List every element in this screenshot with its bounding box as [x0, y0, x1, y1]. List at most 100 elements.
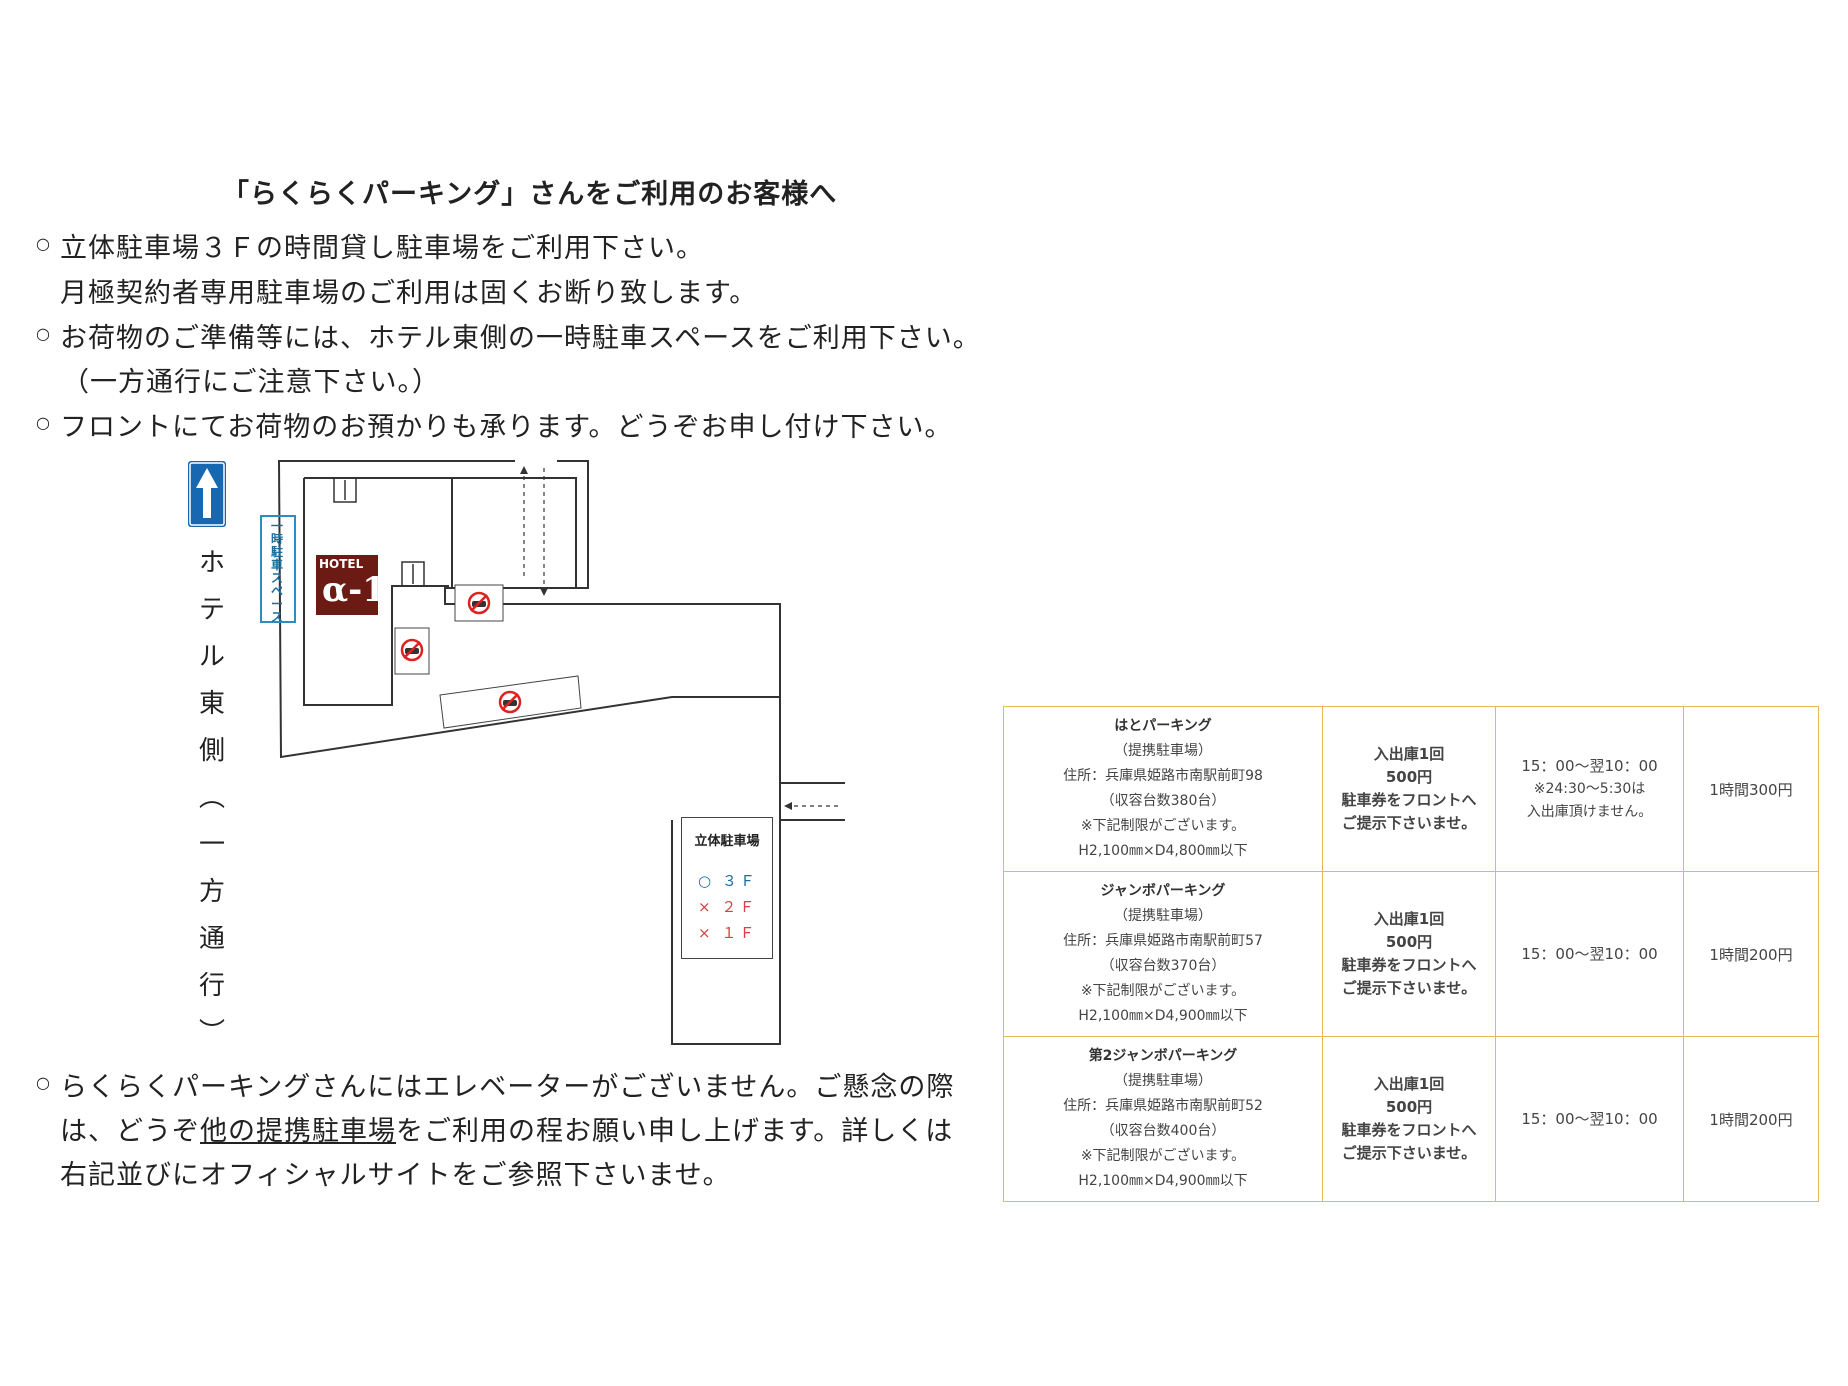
- note-line-4: （一方通行にご注意下さい。）: [62, 367, 440, 398]
- name: はとパーキング: [1114, 718, 1212, 734]
- east-side-char: ︵: [198, 783, 225, 813]
- address: 住所：兵庫県姫路市南駅前町52: [1063, 1098, 1263, 1114]
- rate: 1時間200円: [1709, 945, 1793, 964]
- east-side-char: テ: [198, 595, 225, 625]
- table-cell: 1時間200円: [1683, 1036, 1819, 1202]
- fee-l1: 入出庫1回: [1373, 1075, 1445, 1093]
- garage-title: 立体駐車場: [694, 834, 760, 849]
- capacity: （収容台数370台）: [1100, 958, 1226, 974]
- capacity: （収容台数400台）: [1100, 1123, 1226, 1139]
- door-icon: [333, 477, 425, 587]
- table-cell: 15：00～翌10：00 ※24:30～5:30は入出庫頂けません。: [1495, 706, 1684, 872]
- table-cell: 入出庫1回 500円駐車券をフロントへご提示下さいませ。: [1322, 706, 1496, 872]
- east-side-char: 行: [198, 971, 225, 1001]
- footer-text: をご利用の程お願い申し上げます。詳しくは: [396, 1116, 954, 1147]
- fee-l4: ご提示下さいませ。: [1341, 1144, 1477, 1162]
- no-parking-icon: [394, 627, 430, 675]
- east-side-char: 一: [198, 830, 225, 860]
- fee-l3: 駐車券をフロントへ: [1341, 956, 1477, 974]
- hotel-east-side-label: ホテル東側 ︵ 一方通行 ︶: [194, 540, 230, 1057]
- east-side-char: 方: [198, 877, 225, 907]
- table-cell: 15：00～翌10：00: [1495, 871, 1684, 1037]
- floor-label: ３Ｆ: [721, 872, 758, 890]
- hotel-logo-text: HOTEL: [319, 557, 364, 571]
- temp-parking-char: 駐: [270, 545, 283, 559]
- limit: H2,100㎜×D4,900㎜以下: [1078, 1008, 1248, 1024]
- type: （提携駐車場）: [1114, 908, 1212, 924]
- table-cell: 入出庫1回 500円駐車券をフロントへご提示下さいませ。: [1322, 1036, 1496, 1202]
- footer-line-3: 右記並びにオフィシャルサイトをご参照下さいませ。: [60, 1160, 731, 1191]
- note: ※下記制限がございます。: [1080, 983, 1246, 999]
- east-side-char: ル: [198, 642, 225, 672]
- no-parking-icon: [454, 584, 504, 622]
- table-row: はとパーキング （提携駐車場） 住所：兵庫県姫路市南駅前町98 （収容台数380台） ※…: [1003, 706, 1819, 872]
- table-cell: 1時間200円: [1683, 871, 1819, 1037]
- floor-status-mark: ×: [698, 924, 714, 942]
- note-line-3: お荷物のご準備等には、ホテル東側の一時駐車スペースをご利用下さい。: [36, 316, 981, 355]
- fee-l1: 入出庫1回: [1373, 745, 1445, 763]
- table-row: ジャンボパーキング （提携駐車場） 住所：兵庫県姫路市南駅前町57 （収容台数370台…: [1003, 871, 1819, 1037]
- fee-l3: 駐車券をフロントへ: [1341, 1121, 1477, 1139]
- floor-status-mark: ×: [698, 898, 714, 916]
- table-row: 第2ジャンボパーキング （提携駐車場） 住所：兵庫県姫路市南駅前町52 （収容台数40…: [1003, 1036, 1819, 1202]
- note: ※下記制限がございます。: [1080, 818, 1246, 834]
- footer-line-2: は、どうぞ他の提携駐車場をご利用の程お願い申し上げます。詳しくは: [60, 1109, 953, 1148]
- hours: 15：00～翌10：00: [1521, 944, 1658, 963]
- page-title: 「らくらくパーキング」さんをご利用のお客様へ: [222, 179, 838, 210]
- temp-parking-char: ス: [270, 610, 283, 624]
- note-line-1: 立体駐車場３Ｆの時間貸し駐車場をご利用下さい。: [36, 226, 704, 265]
- garage-floor-3: × １Ｆ: [698, 922, 757, 943]
- fee-l4: ご提示下さいませ。: [1341, 814, 1477, 832]
- fee-l2: 500円: [1385, 768, 1433, 786]
- rate: 1時間200円: [1709, 1110, 1793, 1129]
- address: 住所：兵庫県姫路市南駅前町57: [1063, 933, 1263, 949]
- garage-floor-1: ○ ３Ｆ: [698, 870, 758, 891]
- note-line-2: 月極契約者専用駐車場のご利用は固くお断り致します。: [60, 278, 758, 309]
- footer-line-1: らくらくパーキングさんにはエレベーターがございません。ご懸念の際: [36, 1065, 954, 1104]
- table-cell: ジャンボパーキング （提携駐車場） 住所：兵庫県姫路市南駅前町57 （収容台数370台…: [1003, 871, 1323, 1037]
- footer-text: は、どうぞ: [60, 1116, 200, 1147]
- address: 住所：兵庫県姫路市南駅前町98: [1063, 768, 1263, 784]
- type: （提携駐車場）: [1114, 743, 1212, 759]
- temp-parking-char: 一: [270, 519, 283, 533]
- temp-parking-char: ス: [270, 571, 283, 585]
- no-parking-icon: [439, 675, 582, 729]
- fee-l1: 入出庫1回: [1373, 910, 1445, 928]
- hotel-logo: HOTEL α-1: [316, 555, 386, 615]
- temp-parking-char: ー: [270, 597, 283, 611]
- table-cell: 第2ジャンボパーキング （提携駐車場） 住所：兵庫県姫路市南駅前町52 （収容台数40…: [1003, 1036, 1323, 1202]
- hours-note1: ※24:30～5:30は: [1533, 780, 1646, 797]
- floor-status-mark: ○: [698, 872, 715, 890]
- fee-l3: 駐車券をフロントへ: [1341, 791, 1477, 809]
- temp-parking-char: ペ: [270, 584, 283, 598]
- capacity: （収容台数380台）: [1100, 793, 1226, 809]
- table-cell: 15：00～翌10：00: [1495, 1036, 1684, 1202]
- name: 第2ジャンボパーキング: [1088, 1048, 1238, 1064]
- hours: 15：00～翌10：00: [1521, 756, 1658, 775]
- fee-l2: 500円: [1385, 1098, 1433, 1116]
- floor-label: ２Ｆ: [721, 898, 758, 916]
- east-side-char: ホ: [198, 548, 225, 578]
- name: ジャンボパーキング: [1100, 883, 1226, 899]
- fee-l4: ご提示下さいませ。: [1341, 979, 1477, 997]
- partner-parking-table: はとパーキング （提携駐車場） 住所：兵庫県姫路市南駅前町98 （収容台数380台） ※…: [1003, 706, 1819, 1202]
- temp-parking-char: 時: [270, 532, 283, 546]
- note: ※下記制限がございます。: [1080, 1148, 1246, 1164]
- east-side-char: 東: [198, 689, 225, 719]
- east-side-char: 通: [198, 924, 225, 954]
- hours-note2: 入出庫頂けません。: [1526, 803, 1653, 820]
- east-side-char: ︶: [198, 1018, 225, 1048]
- temp-parking-label: 一時駐車スペース: [260, 520, 294, 624]
- temp-parking-char: 車: [270, 558, 283, 572]
- hours: 15：00～翌10：00: [1521, 1109, 1658, 1128]
- other-partner-parking-link[interactable]: 他の提携駐車場: [200, 1116, 396, 1147]
- floor-label: １Ｆ: [721, 924, 758, 942]
- type: （提携駐車場）: [1114, 1073, 1212, 1089]
- temp-parking-space: [260, 515, 296, 623]
- rate: 1時間300円: [1709, 780, 1793, 799]
- east-side-char: 側: [198, 736, 225, 766]
- limit: H2,100㎜×D4,800㎜以下: [1078, 843, 1248, 859]
- limit: H2,100㎜×D4,900㎜以下: [1078, 1173, 1248, 1189]
